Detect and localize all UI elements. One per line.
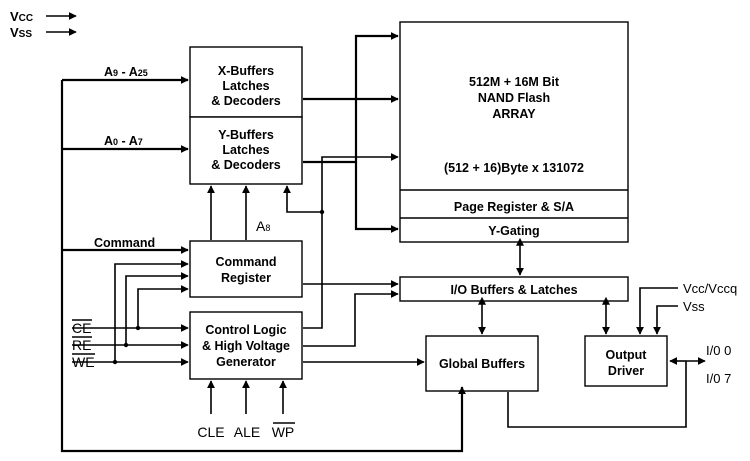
x-buffers-block: X-Buffers Latches & Decoders — [189, 46, 303, 118]
y-buffers-block: Y-Buffers Latches & Decoders — [189, 116, 303, 185]
control-inputs: CE RE WE — [72, 260, 189, 370]
y-gating-block: Y-Gating — [400, 217, 628, 238]
cle-label: CLE — [197, 424, 224, 440]
svg-text:& High Voltage: & High Voltage — [202, 339, 290, 353]
wp-label: WP — [272, 424, 295, 440]
svg-text:Y-Gating: Y-Gating — [488, 224, 539, 238]
internal-connections: A8 — [207, 32, 706, 428]
a0-a7-label: A0 - A7 — [104, 134, 143, 148]
a8-label: A8 — [256, 218, 270, 234]
svg-text:Y-Buffers: Y-Buffers — [218, 128, 274, 142]
address-bus-low: A0 - A7 — [62, 134, 189, 153]
svg-text:Generator: Generator — [216, 355, 276, 369]
svg-text:Command: Command — [215, 255, 276, 269]
svg-text:I/O Buffers & Latches: I/O Buffers & Latches — [450, 283, 577, 297]
svg-text:NAND Flash: NAND Flash — [478, 91, 550, 105]
re-label: RE — [72, 337, 91, 353]
vcc-label: VCC — [10, 9, 33, 24]
io7-label: I/0 7 — [706, 371, 731, 386]
address-bus-high: A9 - A25 — [62, 65, 189, 84]
svg-text:& Decoders: & Decoders — [211, 94, 281, 108]
command-bus-label: Command — [94, 236, 155, 250]
svg-text:Latches: Latches — [222, 79, 269, 93]
svg-text:Global Buffers: Global Buffers — [439, 357, 525, 371]
control-logic-block: Control Logic & High Voltage Generator — [189, 311, 303, 380]
power-legend: VCC VSS — [10, 9, 77, 40]
ale-label: ALE — [234, 424, 260, 440]
svg-text:Register: Register — [221, 271, 271, 285]
page-register-block: Page Register & S/A — [400, 189, 628, 214]
vss-output-label: Vss — [683, 299, 705, 314]
command-bus: Command — [62, 236, 189, 254]
a9-a25-label: A9 - A25 — [104, 65, 148, 79]
command-register-block: Command Register — [189, 240, 303, 298]
svg-text:X-Buffers: X-Buffers — [218, 64, 274, 78]
svg-text:Control Logic: Control Logic — [205, 323, 286, 337]
svg-text:Driver: Driver — [608, 364, 644, 378]
we-label: WE — [72, 354, 95, 370]
global-buffers-block: Global Buffers — [425, 335, 539, 392]
svg-text:ARRAY: ARRAY — [492, 107, 536, 121]
output-pins: Vcc/Vccq Vss I/0 0 I/0 7 — [683, 281, 737, 386]
ce-label: CE — [72, 320, 91, 336]
output-driver-block: Output Driver — [584, 335, 668, 387]
svg-text:& Decoders: & Decoders — [211, 158, 281, 172]
svg-text:Page Register & S/A: Page Register & S/A — [454, 200, 574, 214]
svg-text:Output: Output — [606, 348, 648, 362]
nand-array-block: 512M + 16M Bit NAND Flash ARRAY (512 + 1… — [399, 21, 629, 243]
vcc-vccq-label: Vcc/Vccq — [683, 281, 737, 296]
io-feedback-bus — [60, 80, 466, 453]
svg-text:512M + 16M Bit: 512M + 16M Bit — [469, 75, 560, 89]
array-organization: (512 + 16)Byte x 131072 — [444, 161, 584, 175]
io-buffers-block: I/O Buffers & Latches — [399, 276, 629, 302]
svg-text:Latches: Latches — [222, 143, 269, 157]
io0-label: I/0 0 — [706, 343, 731, 358]
bottom-control-inputs: CLE ALE WP — [197, 380, 295, 440]
vss-label: VSS — [10, 25, 32, 40]
